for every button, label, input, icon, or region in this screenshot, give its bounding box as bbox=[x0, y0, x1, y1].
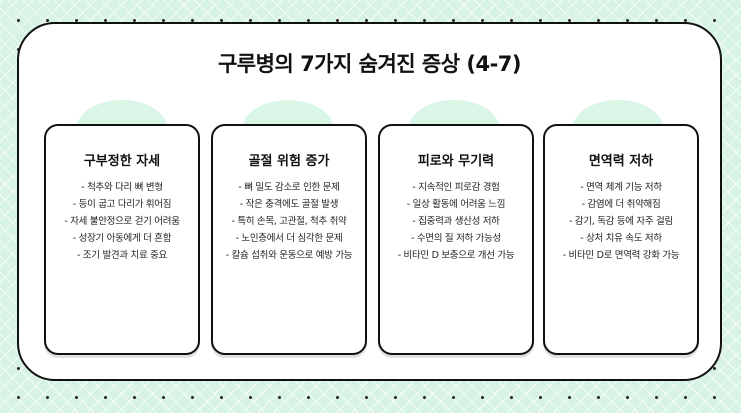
card-item: - 일상 활동에 어려움 느낌 bbox=[406, 199, 506, 210]
card-item: - 집중력과 생산성 저하 bbox=[412, 216, 500, 227]
card-title: 면역력 저하 bbox=[588, 154, 654, 169]
card-item: - 특히 손목, 고관절, 척추 취약 bbox=[231, 216, 347, 227]
card-item: - 자세 불안정으로 걷기 어려움 bbox=[64, 216, 180, 227]
card-title: 구부정한 자세 bbox=[83, 154, 161, 169]
main-panel: 구루병의 7가지 숨겨진 증상 (4-7) 구부정한 자세 - 척추와 다리 뼈… bbox=[17, 22, 722, 381]
page-title: 구루병의 7가지 숨겨진 증상 (4-7) bbox=[217, 52, 522, 76]
card-item: - 면역 체계 기능 저하 bbox=[580, 182, 662, 193]
card-item: - 작은 충격에도 골절 발생 bbox=[239, 199, 339, 210]
symptom-card-immunity: 면역력 저하 - 면역 체계 기능 저하 - 감염에 더 취약해짐 - 감기, … bbox=[543, 124, 699, 355]
card-title: 골절 위험 증가 bbox=[248, 154, 330, 169]
card-item: - 뼈 밀도 감소로 인한 문제 bbox=[238, 182, 340, 193]
symptom-card-fatigue: 피로와 무기력 - 지속적인 피로감 경험 - 일상 활동에 어려움 느낌 - … bbox=[378, 124, 534, 355]
card-item: - 상처 치유 속도 저하 bbox=[580, 233, 662, 244]
card-item: - 척추와 다리 뼈 변형 bbox=[81, 182, 163, 193]
symptom-card-fracture: 골절 위험 증가 - 뼈 밀도 감소로 인한 문제 - 작은 충격에도 골절 발… bbox=[211, 124, 367, 355]
symptom-card-posture: 구부정한 자세 - 척추와 다리 뼈 변형 - 등이 굽고 다리가 휘어짐 - … bbox=[44, 124, 200, 355]
card-item: - 비타민 D로 면역력 강화 가능 bbox=[562, 250, 680, 261]
card-item: - 수면의 질 저하 가능성 bbox=[411, 233, 501, 244]
card-item: - 성장기 아동에게 더 흔함 bbox=[72, 233, 172, 244]
card-item: - 조기 발견과 치료 중요 bbox=[77, 250, 167, 261]
card-item: - 감염에 더 취약해짐 bbox=[581, 199, 661, 210]
card-item: - 칼슘 섭취와 운동으로 예방 가능 bbox=[225, 250, 353, 261]
card-item: - 감기, 독감 등에 자주 걸림 bbox=[569, 216, 673, 227]
card-title: 피로와 무기력 bbox=[417, 154, 495, 169]
card-item: - 노인층에서 더 심각한 문제 bbox=[235, 233, 343, 244]
card-item: - 지속적인 피로감 경험 bbox=[412, 182, 500, 193]
card-item: - 등이 굽고 다리가 휘어짐 bbox=[72, 199, 172, 210]
card-item: - 비타민 D 보충으로 개선 가능 bbox=[397, 250, 515, 261]
